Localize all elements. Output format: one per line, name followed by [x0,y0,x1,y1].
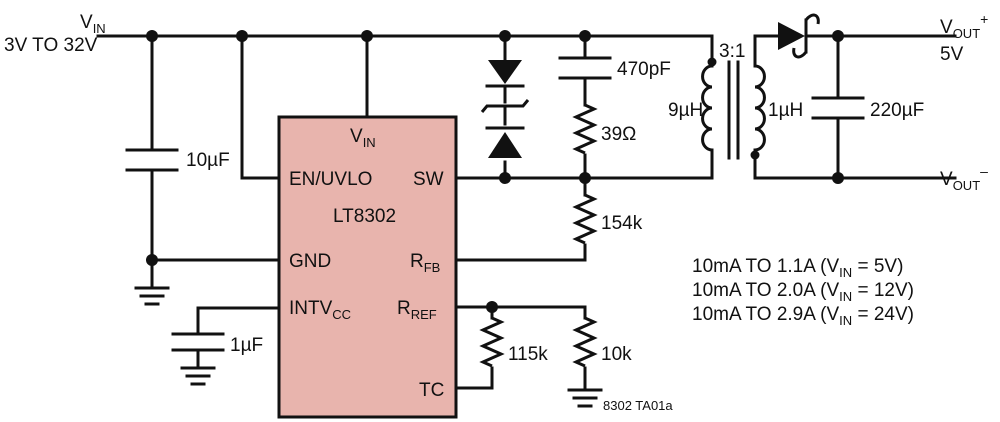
cin-value: 10µF [186,150,230,171]
ground-rref [567,388,603,408]
pin-intvcc-label: INTVCC [289,298,351,322]
secondary-bottom-wire [753,148,957,180]
ic-name-label: LT8302 [333,206,396,227]
resistor-rref [572,316,598,368]
vout-plus-label: VOUT+ [940,11,988,41]
secondary-inductance: 1µH [768,100,803,121]
secondary-winding [754,64,766,152]
spec-line-2: 10mA TO 2.0A (VIN = 12V) [692,280,914,304]
vout-minus-label: VOUT– [940,163,988,193]
figure-id: 8302 TA01a [603,398,673,413]
ground-intvcc [180,366,216,386]
output-diode [778,13,820,59]
rref-value: 10k [601,344,632,365]
spec-line-1: 10mA TO 1.1A (VIN = 5V) [692,256,903,280]
vin-label: VIN [80,12,106,36]
primary-wire [688,34,714,180]
resistor-rfb [572,193,598,245]
ic-body [277,115,458,419]
rsnub-value: 39Ω [601,124,636,145]
rref-wire [453,305,587,392]
pin-gnd-label: GND [289,251,331,272]
pin-rref-label: RREF [397,298,437,322]
primary-inductance: 9µH [668,100,703,121]
junctions [146,30,844,313]
spec-line-3: 10mA TO 2.9A (VIN = 24V) [692,304,914,328]
vin-range-label: 3V TO 32V [4,35,98,56]
resistor-tc [479,316,505,368]
intvcc-wire [196,306,282,336]
cout-value: 220µF [870,100,924,121]
rfb-value: 154k [601,213,643,234]
primary-winding [701,64,713,152]
cap-input [125,148,179,172]
clamp-diodes [480,60,530,158]
csnub-value: 470pF [617,59,671,80]
pin-en-label: EN/UVLO [289,169,372,190]
rtc-value: 115k [508,344,548,365]
transformer-ratio: 3:1 [719,41,745,62]
primary-dot [707,57,717,67]
cap-output [811,96,865,120]
pin-rfb-label: RFB [410,251,440,275]
cap-intvcc [171,332,225,352]
pin-sw-label: SW [413,169,444,190]
transformer [701,57,766,160]
pin-vin-label: VIN [350,126,376,150]
secondary-dot [750,150,760,160]
pin-tc-label: TC [419,380,444,401]
en-wire [240,34,282,180]
vout-value-label: 5V [940,44,964,65]
ground-cin [134,286,170,306]
resistor-snubber [572,103,598,155]
cintvcc-value: 1µF [230,335,263,356]
rfb-wire [453,176,587,262]
cap-snubber [558,56,612,80]
